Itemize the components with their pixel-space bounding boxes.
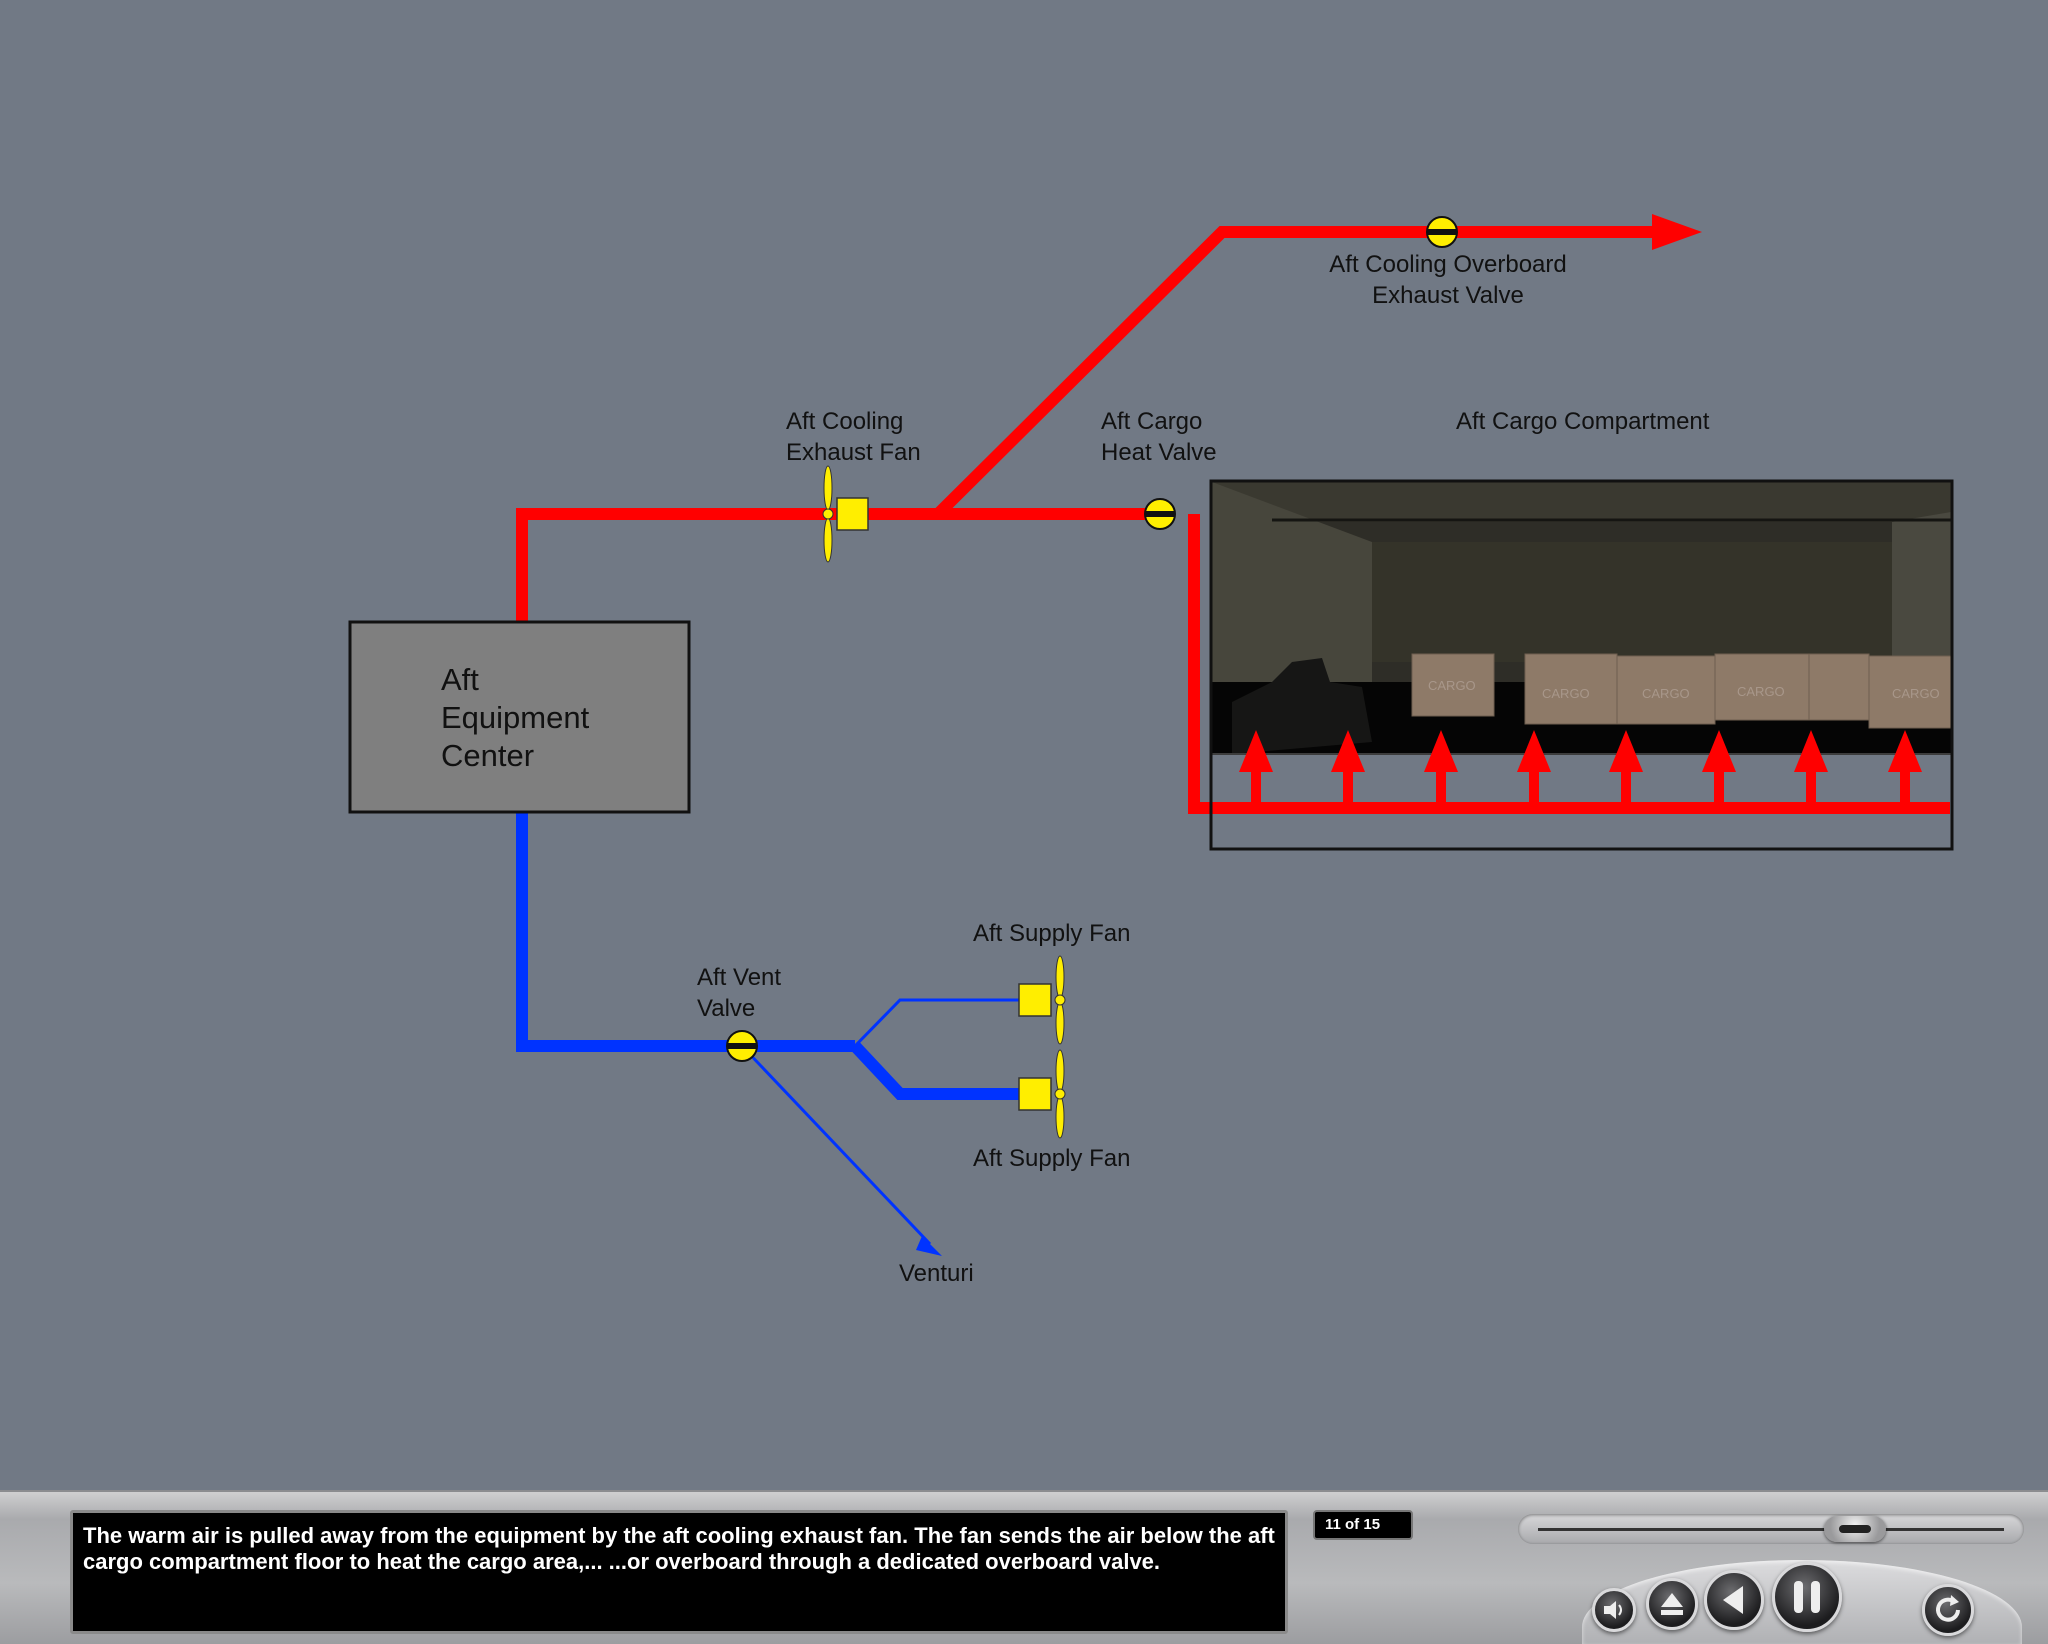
heat-arrow-shaft [1714, 770, 1724, 810]
warm-air-duct-main [516, 508, 1160, 622]
vent-valve-icon [726, 1030, 758, 1062]
cargo-box-label: CARGO [1642, 686, 1690, 701]
progress-track-line [1538, 1528, 2004, 1531]
pause-icon[interactable] [1772, 1562, 1842, 1632]
heat-arrow-head [1239, 730, 1273, 772]
cargo-compartment-label: Aft Cargo Compartment [1456, 408, 1710, 435]
exhaust-fan-label-line1: Aft Cooling [786, 408, 904, 435]
equipment-center-label-line3: Center [441, 738, 535, 773]
heat-arrow-shaft [1343, 770, 1353, 810]
overboard-valve-label-line1: Aft Cooling Overboard [1329, 251, 1567, 278]
equipment-center-label: Aft Equipment Center [441, 661, 661, 775]
eject-icon[interactable] [1646, 1578, 1698, 1630]
supply-fan-lower-label: Aft Supply Fan [973, 1145, 1131, 1172]
vent-valve-label: Aft Vent Valve [697, 962, 781, 1024]
heat-arrows [1239, 730, 1922, 810]
heat-valve-icon [1144, 498, 1176, 530]
equipment-center-label-line2: Equipment [441, 700, 590, 735]
cargo-box-label: CARGO [1737, 684, 1785, 699]
heat-arrow-shaft [1529, 770, 1539, 810]
overboard-valve-label-line2: Exhaust Valve [1372, 282, 1524, 309]
airflow-diagram [348, 214, 1954, 1256]
cargo-floor-overlay [1188, 479, 1954, 851]
replay-icon[interactable] [1922, 1584, 1974, 1636]
heat-valve-label: Aft Cargo Heat Valve [1101, 406, 1217, 468]
heat-arrow-head [1702, 730, 1736, 772]
supply-fan-lower-icon [1018, 1049, 1066, 1139]
slide-counter: 11 of 15 [1313, 1510, 1413, 1540]
heat-arrow-head [1517, 730, 1551, 772]
heat-arrow-shaft [1436, 770, 1446, 810]
exhaust-fan-label: Aft Cooling Exhaust Fan [786, 406, 921, 468]
supply-fan-upper-label: Aft Supply Fan [973, 920, 1131, 947]
cool-air-duct-lower-fan [850, 1041, 1024, 1100]
equipment-center-label-line1: Aft [441, 662, 479, 697]
heat-arrow-shaft [1900, 770, 1910, 810]
venturi-arrowhead [916, 1236, 942, 1256]
exhaust-fan-icon [822, 465, 869, 563]
equipment-center-box [348, 620, 691, 814]
heat-valve-label-line1: Aft Cargo [1101, 408, 1203, 435]
heat-arrow-shaft [1806, 770, 1816, 810]
cargo-box-label: CARGO [1542, 686, 1590, 701]
vent-valve-label-line1: Aft Vent [697, 964, 782, 991]
heat-arrow-head [1888, 730, 1922, 772]
heat-arrow-shaft [1251, 770, 1261, 810]
back-icon[interactable] [1704, 1570, 1764, 1630]
heat-arrow-shaft [1621, 770, 1631, 810]
supply-fan-upper-icon [1018, 955, 1066, 1045]
cool-air-duct-upper-fan [853, 998, 1024, 1048]
heat-arrow-head [1331, 730, 1365, 772]
overboard-valve-label: Aft Cooling Overboard Exhaust Valve [1300, 249, 1596, 311]
overboard-valve-icon [1426, 216, 1458, 248]
heat-valve-label-line2: Heat Valve [1101, 439, 1217, 466]
progress-slider[interactable] [1518, 1514, 2024, 1544]
heat-arrow-head [1424, 730, 1458, 772]
venturi-label: Venturi [899, 1260, 974, 1287]
narration-caption: The warm air is pulled away from the equ… [70, 1510, 1288, 1634]
heat-arrow-head [1794, 730, 1828, 772]
vent-valve-label-line2: Valve [697, 995, 756, 1022]
player-control-bar: The warm air is pulled away from the equ… [0, 1490, 2048, 1644]
cargo-box-label: CARGO [1892, 686, 1940, 701]
speaker-icon[interactable] [1592, 1588, 1636, 1632]
warm-air-duct-overboard [933, 226, 1660, 519]
progress-slider-thumb[interactable] [1824, 1516, 1886, 1542]
heat-arrow-head [1609, 730, 1643, 772]
overboard-arrowhead [1652, 214, 1702, 250]
cargo-box-label: CARGO [1428, 678, 1476, 693]
cool-air-duct-venturi [740, 1044, 932, 1246]
exhaust-fan-label-line2: Exhaust Fan [786, 439, 921, 466]
cargo-compartment-illustration: CARGO CARGO CARGO CARGO CARGO [1212, 482, 1951, 754]
